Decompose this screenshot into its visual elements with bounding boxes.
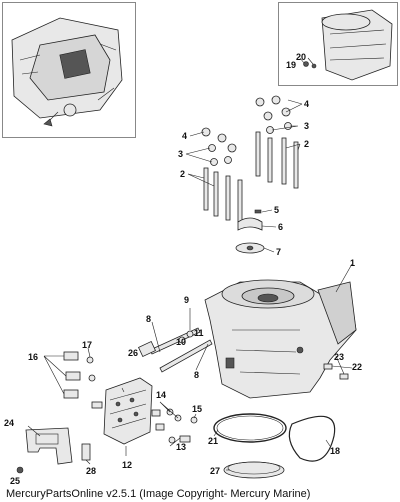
rods-and-sensors xyxy=(138,327,213,373)
housing-detail-illustration xyxy=(299,9,393,81)
callout-5: 5 xyxy=(274,205,279,215)
nuts-and-washers xyxy=(201,95,292,166)
callout-16: 16 xyxy=(28,352,38,362)
copyright-footer: MercuryPartsOnline v2.5.1 (Image Copyrig… xyxy=(6,488,311,500)
callout-15: 15 xyxy=(192,404,202,414)
callout-17: 17 xyxy=(82,340,92,350)
callout-3: 3 xyxy=(304,121,309,131)
callout-6: 6 xyxy=(278,222,283,232)
callout-4: 4 xyxy=(182,131,187,141)
small-o-rings xyxy=(166,408,198,444)
callout-24: 24 xyxy=(4,418,14,428)
engine-assembly-illustration xyxy=(11,17,123,127)
callout-25: 25 xyxy=(10,476,20,486)
callout-21: 21 xyxy=(208,436,218,446)
callout-12: 12 xyxy=(122,460,132,470)
callout-4: 4 xyxy=(304,99,309,109)
callout-11: 11 xyxy=(194,328,204,338)
callout-9: 9 xyxy=(184,295,189,305)
callout-3: 3 xyxy=(178,149,183,159)
cover-plate xyxy=(16,427,91,474)
callout-7: 7 xyxy=(276,247,281,257)
callout-labels: 1 2 2 3 3 4 4 5 6 7 8 8 9 10 11 12 13 14… xyxy=(4,52,362,486)
callout-2: 2 xyxy=(180,169,185,179)
callout-23: 23 xyxy=(334,352,344,362)
callout-2: 2 xyxy=(304,139,309,149)
fittings xyxy=(63,351,96,399)
callout-20: 20 xyxy=(296,52,306,62)
callout-13: 13 xyxy=(176,442,186,452)
callout-8: 8 xyxy=(146,314,151,324)
callout-26: 26 xyxy=(128,348,138,358)
studs xyxy=(203,131,299,223)
callout-10: 10 xyxy=(176,337,186,347)
bracket-parts xyxy=(235,209,265,254)
callout-28: 28 xyxy=(86,466,96,476)
main-housing xyxy=(204,279,357,399)
callout-19: 19 xyxy=(286,60,296,70)
callout-8: 8 xyxy=(194,370,199,380)
seals-and-gaskets xyxy=(213,413,336,479)
callout-1: 1 xyxy=(350,258,355,268)
valve-body xyxy=(91,377,165,445)
callout-22: 22 xyxy=(352,362,362,372)
callout-14: 14 xyxy=(156,390,166,400)
callout-18: 18 xyxy=(330,446,340,456)
callout-27: 27 xyxy=(210,466,220,476)
leader-lines xyxy=(27,99,353,471)
